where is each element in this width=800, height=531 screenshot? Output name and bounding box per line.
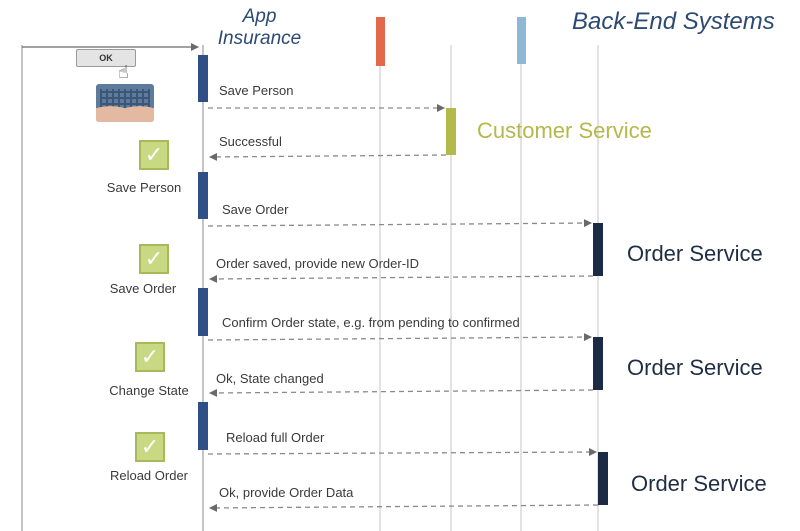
- app-activation-2: [198, 172, 208, 219]
- app-insurance-header: App Insurance: [217, 6, 302, 49]
- message-confirm-state: Confirm Order state, e.g. from pending t…: [222, 315, 520, 330]
- checkmark-icon: ✓: [135, 432, 165, 462]
- message-order-data: Ok, provide Order Data: [219, 485, 354, 500]
- step-label-save-order: Save Order: [109, 281, 177, 296]
- customer-service-label: Customer Service: [477, 118, 652, 143]
- message-reload-order: Reload full Order: [226, 430, 325, 445]
- customer-activation: [446, 108, 456, 155]
- order-activation-2: [593, 337, 603, 390]
- order-service-label-2: Order Service: [627, 355, 763, 380]
- checkmark-icon: ✓: [135, 342, 165, 372]
- message-order-saved: Order saved, provide new Order-ID: [216, 256, 420, 271]
- arrow-reload-order: [207, 448, 597, 457]
- order-activation-3: [598, 452, 608, 505]
- app-activation-4: [198, 402, 208, 450]
- step-label-change-state: Change State: [109, 383, 189, 398]
- typing-hands-icon: [96, 84, 154, 122]
- arrow-successful: [209, 152, 447, 161]
- red-lifeline-marker: [376, 17, 385, 66]
- arrow-confirm-state: [207, 333, 592, 342]
- order-activation-1: [593, 223, 603, 276]
- message-save-person: Save Person: [219, 83, 294, 98]
- message-state-changed: Ok, State changed: [216, 371, 324, 386]
- ok-button-graphic: OK: [76, 49, 136, 67]
- blue-lifeline-marker: [517, 17, 526, 64]
- backend-systems-header: Back-End Systems: [572, 8, 775, 35]
- app-activation-1: [198, 55, 208, 102]
- app-activation-3: [198, 288, 208, 336]
- arrow-save-order: [207, 219, 592, 228]
- message-successful: Successful: [219, 134, 282, 149]
- step-label-reload-order: Reload Order: [109, 468, 189, 483]
- message-save-order: Save Order: [222, 202, 289, 217]
- checkmark-icon: ✓: [139, 140, 169, 170]
- arrow-order-saved: [209, 274, 594, 283]
- step-label-save-person: Save Person: [106, 180, 182, 195]
- hand-pointer-icon: ☝: [118, 62, 129, 82]
- arrow-state-changed: [209, 388, 594, 397]
- arrow-order-data: [209, 503, 599, 512]
- order-service-label-3: Order Service: [631, 471, 767, 496]
- checkmark-icon: ✓: [139, 244, 169, 274]
- order-service-label-1: Order Service: [627, 241, 763, 266]
